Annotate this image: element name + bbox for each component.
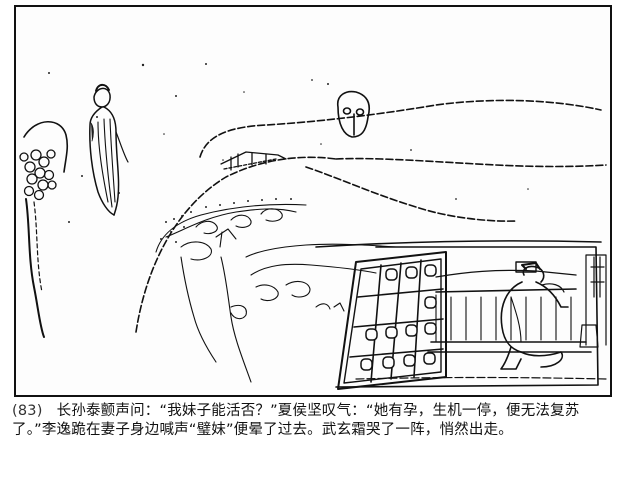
- small-pavilion: [220, 151, 287, 171]
- floating-woman-figure: [89, 83, 129, 216]
- rock-dots: [160, 198, 292, 243]
- panel-illustration: [19, 63, 607, 390]
- lattice-screen-door: [337, 251, 447, 390]
- caption-text: 长孙泰颤声问：“我妹子能活否？”夏侯坚叹气：“她有孕，生机一停，便无法复苏了。”…: [12, 403, 580, 438]
- rock-face-figure: [336, 90, 371, 138]
- rock-foliage: [155, 203, 397, 383]
- panel-caption: (83)长孙泰颤声问：“我妹子能活否？”夏侯坚叹气：“她有孕，生机一停，便无法复…: [12, 402, 618, 439]
- panel-number: (83): [12, 403, 43, 419]
- tree-foliage: [19, 149, 57, 201]
- tree-drawing: [19, 121, 69, 338]
- kneeling-man-figure: [500, 262, 569, 370]
- rock-outline: [135, 99, 607, 333]
- house-building: [315, 240, 607, 388]
- comic-panel-frame: [14, 5, 612, 397]
